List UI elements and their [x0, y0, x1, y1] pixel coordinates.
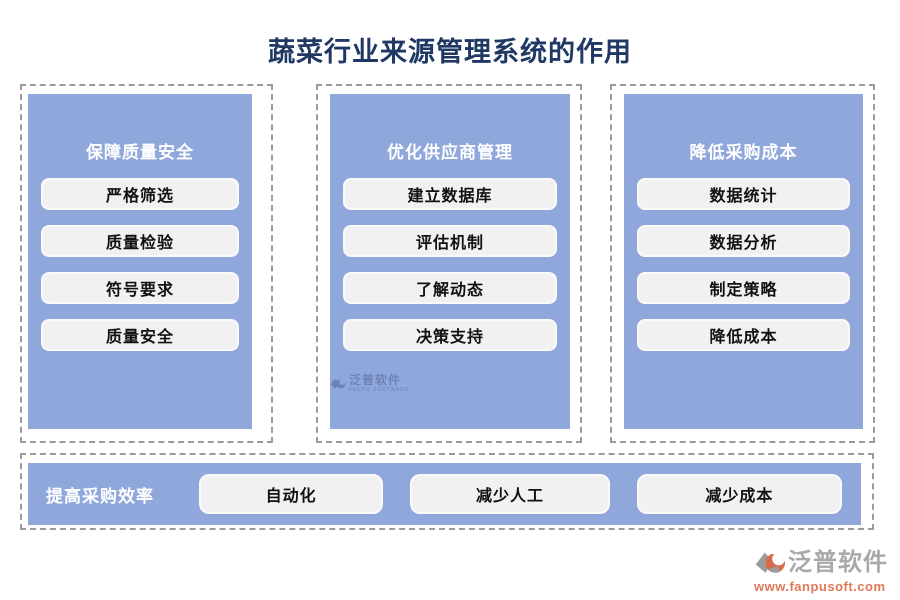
pill-data-analysis: 数据分析: [637, 225, 850, 257]
pill-less-labor: 减少人工: [410, 474, 610, 514]
panel-reduce-procurement-cost: 降低采购成本 数据统计 数据分析 制定策略 降低成本: [624, 94, 863, 429]
pill-data-statistics: 数据统计: [637, 178, 850, 210]
pill-build-database: 建立数据库: [343, 178, 557, 210]
panel-title: 优化供应商管理: [387, 143, 513, 162]
pill-symbol-requirements: 符号要求: [41, 272, 239, 304]
pill-automation: 自动化: [199, 474, 384, 514]
fanpu-logo-icon: [755, 548, 785, 573]
column-supplier-management: 优化供应商管理 建立数据库 评估机制 了解动态 决策支持 泛普软件 FANPU …: [316, 84, 582, 443]
pill-know-dynamics: 了解动态: [343, 272, 557, 304]
watermark-brand-subtext: FANPU SOFTWARE: [349, 387, 410, 393]
pill-less-cost: 减少成本: [636, 474, 842, 514]
panel-title: 降低采购成本: [689, 143, 798, 162]
pill-strict-screening: 严格筛选: [41, 178, 239, 210]
pill-stack: 严格筛选 质量检验 符号要求 质量安全: [28, 178, 252, 351]
panel-supplier-management: 优化供应商管理 建立数据库 评估机制 了解动态 决策支持 泛普软件 FANPU …: [330, 94, 570, 429]
watermark-brand-text: 泛普软件: [349, 373, 402, 387]
pill-evaluation-mechanism: 评估机制: [343, 225, 557, 257]
row-improve-procurement-efficiency: 提高采购效率 自动化 减少人工 减少成本: [20, 453, 874, 530]
brand-url: www.fanpusoft.com: [754, 579, 886, 594]
pill-stack: 建立数据库 评估机制 了解动态 决策支持: [330, 178, 570, 351]
column-quality-safety: 保障质量安全 严格筛选 质量检验 符号要求 质量安全: [20, 84, 273, 443]
pill-reduce-cost: 降低成本: [637, 319, 850, 351]
page-title: 蔬菜行业来源管理系统的作用: [268, 37, 632, 67]
panel-improve-procurement-efficiency: 提高采购效率 自动化 减少人工 减少成本: [28, 463, 861, 525]
pill-decision-support: 决策支持: [343, 319, 557, 351]
panel-watermark: 泛普软件 FANPU SOFTWARE: [330, 374, 409, 393]
panel-title: 保障质量安全: [86, 143, 194, 162]
pill-quality-inspection: 质量检验: [41, 225, 239, 257]
pill-quality-safety: 质量安全: [41, 319, 239, 351]
pill-stack: 数据统计 数据分析 制定策略 降低成本: [624, 178, 863, 351]
footer-brand-watermark: 泛普软件 www.fanpusoft.com: [754, 548, 894, 594]
brand-name: 泛普软件: [788, 548, 888, 576]
column-reduce-procurement-cost: 降低采购成本 数据统计 数据分析 制定策略 降低成本: [610, 84, 875, 443]
bottom-row-title: 提高采购效率: [46, 486, 154, 506]
pill-make-strategy: 制定策略: [637, 272, 850, 304]
panel-quality-safety: 保障质量安全 严格筛选 质量检验 符号要求 质量安全: [28, 94, 252, 429]
fanpu-logo-icon: [330, 376, 346, 389]
